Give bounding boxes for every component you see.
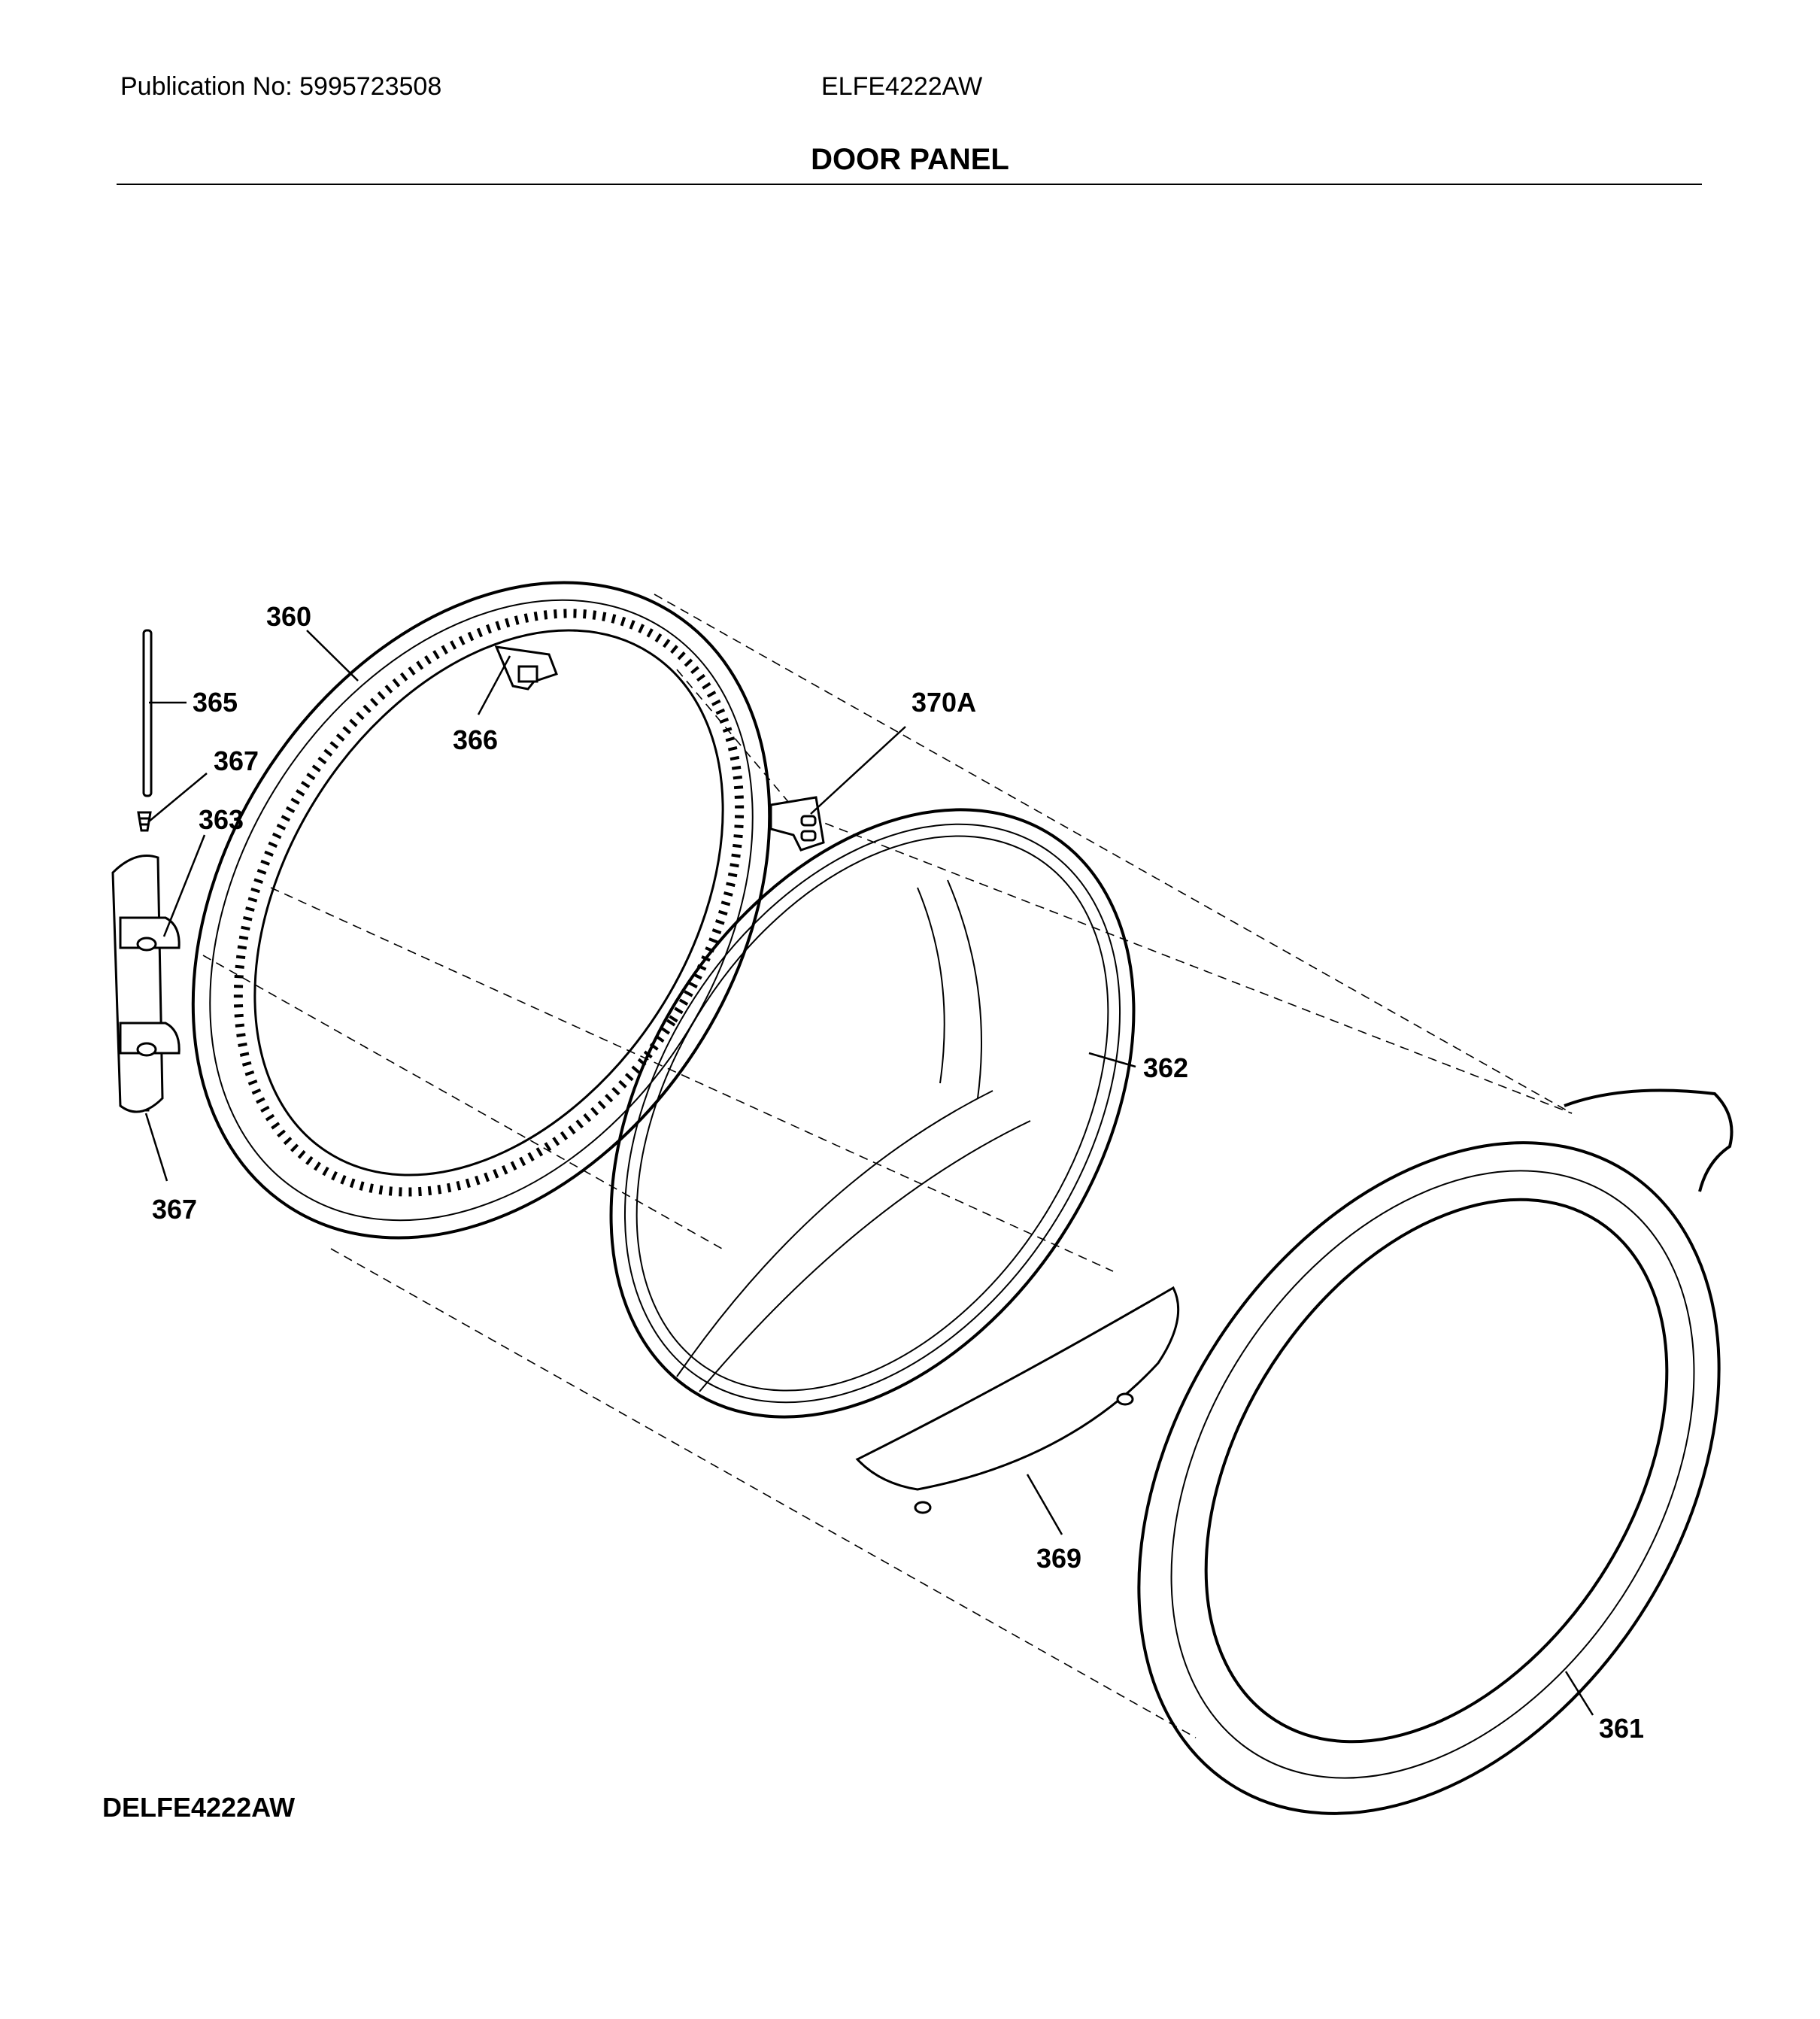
callout-367-top: 367 [214,745,259,776]
hinge-pin-365 [142,629,153,797]
inner-door-frame-360 [191,581,772,1240]
callout-366: 366 [453,724,498,755]
diagram-code: DELFE4222AW [102,1792,296,1823]
publication-number: Publication No: 5995723508 [120,72,442,101]
outer-door-ring-361 [1137,1088,1734,1815]
callout-362: 362 [1143,1052,1188,1083]
callout-363: 363 [199,804,244,835]
door-latch-370a [769,796,825,852]
lint-deflector-369 [855,1286,1180,1514]
door-liner-362 [609,808,1136,1419]
callout-360: 360 [266,601,311,632]
callout-369: 369 [1036,1543,1081,1574]
door-hinge-363 [111,855,180,1113]
title-rule [117,184,1702,185]
callout-leaders [144,630,1594,1716]
callout-365: 365 [193,687,238,718]
callout-367-bottom: 367 [152,1194,197,1225]
screw-367-top [137,811,152,832]
latch-strike-366 [494,645,558,691]
assembly-guide-lines [202,594,1573,1738]
callout-370a: 370A [912,687,976,718]
model-number: ELFE4222AW [821,72,983,101]
page-title: DOOR PANEL [811,143,1009,176]
callout-361: 361 [1599,1713,1644,1744]
